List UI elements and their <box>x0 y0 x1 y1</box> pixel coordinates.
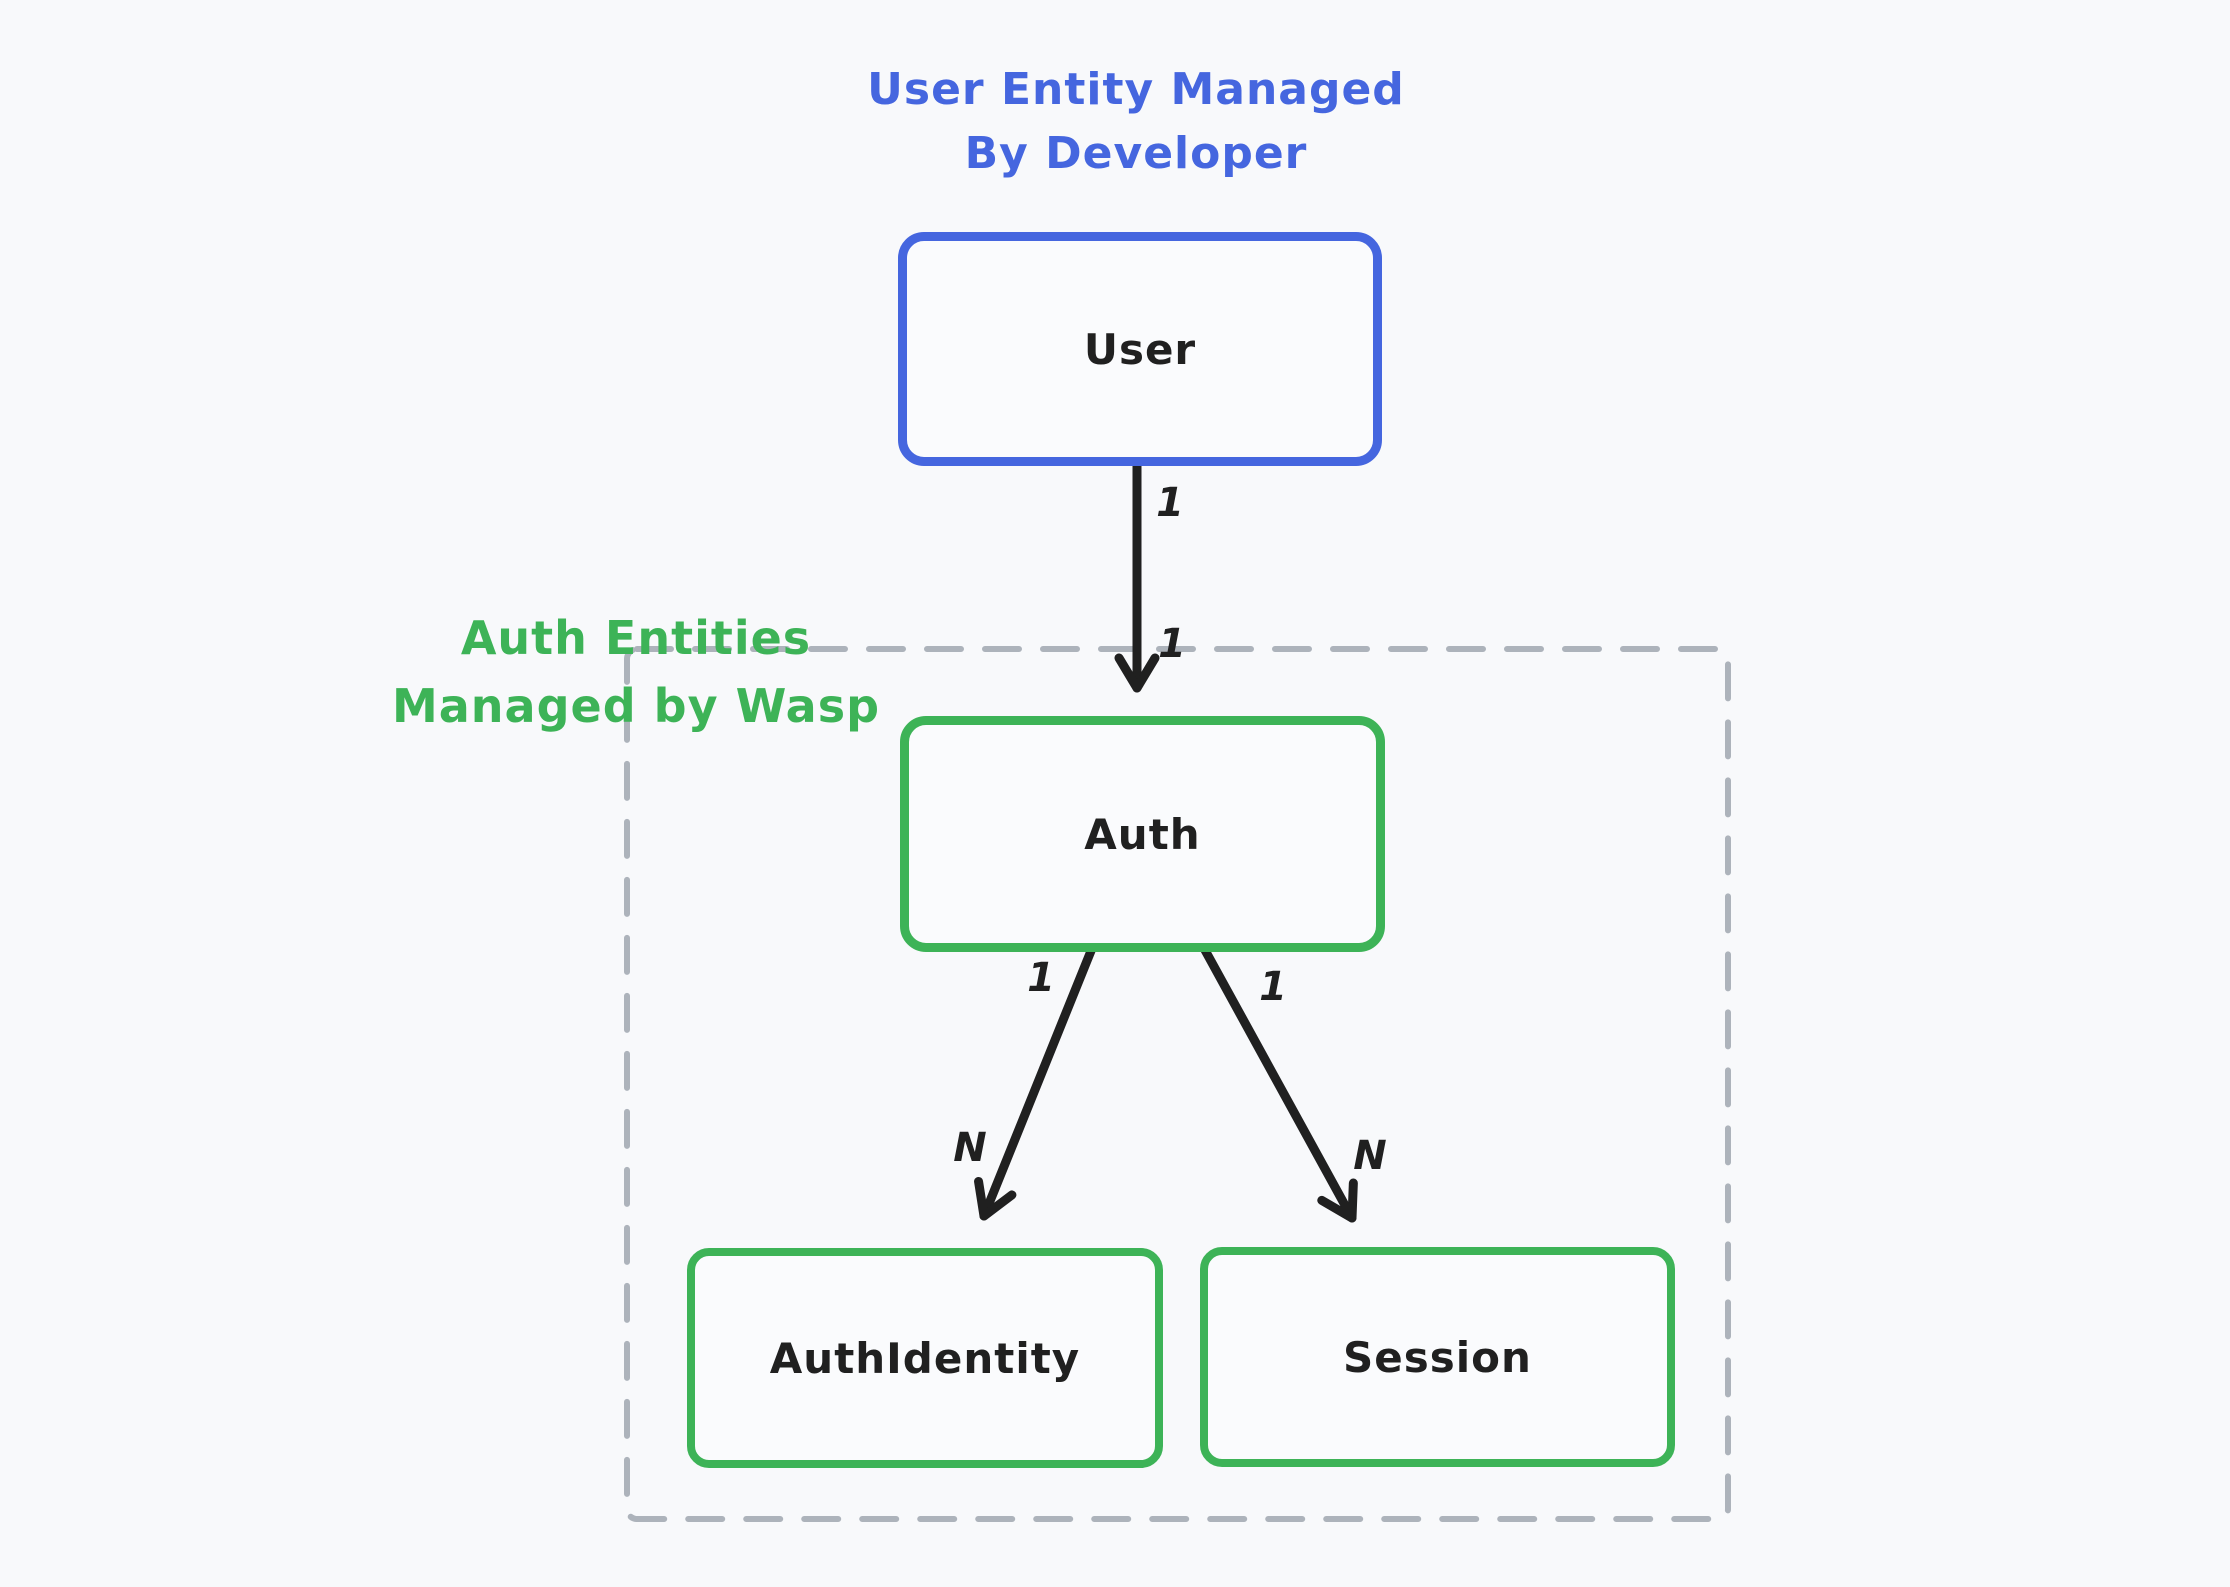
cardinality-user-auth-source: 1 <box>1156 480 1184 526</box>
entity-box-authidentity: AuthIdentity <box>687 1248 1163 1468</box>
cardinality-auth-authidentity-target: N <box>953 1125 987 1171</box>
diagram-title-line1: User Entity Managed <box>867 64 1405 115</box>
cardinality-auth-session-target: N <box>1353 1133 1387 1179</box>
cardinality-auth-session-source: 1 <box>1259 964 1287 1010</box>
entity-label-authidentity: AuthIdentity <box>769 1333 1081 1383</box>
edge-auth-to-authidentity <box>974 936 1100 1221</box>
edge-auth-to-session <box>1195 936 1358 1223</box>
diagram-title-line2: By Developer <box>964 128 1308 179</box>
entity-box-user: User <box>898 232 1382 466</box>
auth-group-label: Auth Entities Managed by Wasp <box>336 604 936 740</box>
entity-box-session: Session <box>1200 1247 1675 1467</box>
cardinality-user-auth-target: 1 <box>1158 621 1186 667</box>
entity-box-auth: Auth <box>900 716 1385 952</box>
auth-group-label-line2: Managed by Wasp <box>391 679 881 733</box>
auth-group-dashed-container <box>624 646 1731 1522</box>
entity-label-auth: Auth <box>1084 809 1201 859</box>
entity-label-user: User <box>1083 324 1197 374</box>
cardinality-auth-authidentity-source: 1 <box>1027 955 1055 1001</box>
diagram-title: User Entity Managed By Developer <box>636 58 1636 186</box>
auth-group-label-line1: Auth Entities <box>460 611 812 665</box>
entity-label-session: Session <box>1343 1332 1532 1382</box>
